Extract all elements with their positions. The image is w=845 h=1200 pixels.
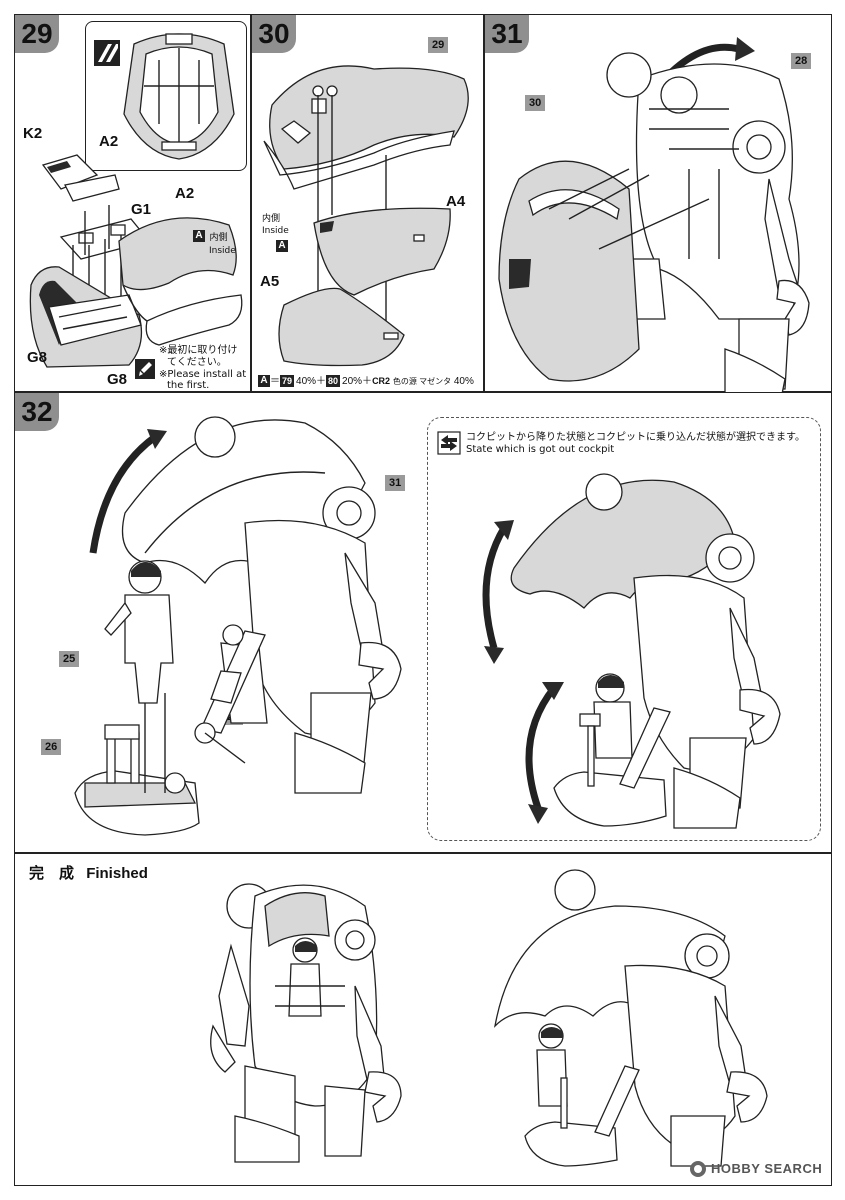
part-label-g8-left: G8 bbox=[27, 349, 48, 366]
finished-panel: 完 成 Finished bbox=[14, 853, 832, 1186]
callout-25: 25 bbox=[59, 651, 80, 667]
install-first-note-jp-1: ※最初に取り付け bbox=[159, 345, 238, 356]
callout-26: 26 bbox=[41, 739, 62, 755]
step-30-color-label: 内側 Inside A bbox=[262, 213, 289, 255]
finished-title: 完 成 Finished bbox=[29, 862, 148, 883]
callout-30: 30 bbox=[525, 95, 546, 111]
paint-code-a-box: A bbox=[276, 239, 288, 252]
part-label-g8-bottom: G8 bbox=[107, 371, 128, 388]
paint-color-80: 80 bbox=[326, 375, 341, 388]
step-32-number: 32 bbox=[15, 393, 59, 431]
paint-ratio-1: 40%＋ bbox=[296, 376, 327, 387]
step-29-panel: 29 A2 K2 G1 A2 bbox=[14, 14, 251, 392]
paint-ratio-3: 40% bbox=[453, 376, 474, 387]
option-note-jp: コクピットから降りた状態とコクピットに乗り込んだ状態が選択できます。 bbox=[466, 432, 805, 443]
paint-color-79: 79 bbox=[280, 375, 295, 388]
paint-formula-eq: ＝ bbox=[270, 376, 280, 387]
step-32-panel: 32 31 25 26 27 bbox=[14, 392, 832, 853]
option-swap-icon bbox=[437, 431, 461, 455]
step-29-inset bbox=[85, 21, 247, 171]
callout-31: 31 bbox=[385, 475, 406, 491]
step-31-robot-illustration bbox=[498, 37, 810, 410]
brush-icon bbox=[135, 359, 155, 379]
step-29-number: 29 bbox=[15, 15, 59, 53]
watermark-text: HOBBY SEARCH bbox=[711, 1161, 823, 1176]
inside-label-en: Inside bbox=[262, 226, 289, 236]
paint-formula-a: A bbox=[258, 375, 270, 388]
step-31-panel: 31 28 30 bbox=[484, 14, 832, 410]
paint-ratio-2: 20%＋ bbox=[342, 376, 373, 387]
finished-open-robot bbox=[493, 869, 768, 1167]
step-32-exploded-illustration bbox=[74, 416, 402, 836]
part-label-a4: A4 bbox=[446, 193, 466, 210]
paint-color-cr2: CR2 bbox=[372, 376, 391, 386]
part-label-a5: A5 bbox=[260, 273, 280, 290]
inside-label-jp: 内側 bbox=[209, 233, 228, 243]
step-29-assembly-illustration bbox=[29, 154, 243, 368]
paint-code-a-box: A bbox=[193, 229, 205, 242]
finished-boarded-robot bbox=[210, 883, 402, 1163]
finished-title-jp: 完 成 bbox=[29, 865, 75, 882]
paint-color-cr2-name: 色の源 マゼンタ bbox=[392, 377, 452, 386]
step-30-assembly-illustration bbox=[263, 65, 469, 367]
inset-mark-icon bbox=[94, 40, 120, 66]
step-30-number: 30 bbox=[252, 15, 296, 53]
finished-title-en: Finished bbox=[86, 865, 148, 882]
inside-label-en: Inside bbox=[209, 246, 236, 256]
install-first-note-en-2: the first. bbox=[167, 380, 210, 391]
inside-label-jp: 内側 bbox=[262, 214, 281, 224]
step-29-color-label: A 内側 Inside bbox=[193, 227, 236, 257]
cockpit-back-illustration bbox=[123, 33, 235, 160]
install-first-note-jp-2: てください。 bbox=[167, 357, 227, 368]
install-first-note-en-1: ※Please install at bbox=[159, 369, 247, 380]
part-label-a2-top: A2 bbox=[99, 133, 119, 150]
option-boarded-illustration bbox=[482, 473, 781, 829]
option-box: コクピットから降りた状態とコクピットに乗り込んだ状態が選択できます。 State… bbox=[427, 417, 821, 841]
part-label-k2: K2 bbox=[23, 125, 43, 142]
hobby-search-logo-icon bbox=[690, 1161, 706, 1177]
callout-28: 28 bbox=[791, 53, 812, 69]
callout-29: 29 bbox=[428, 37, 449, 53]
option-note-en: State which is got out cockpit bbox=[466, 444, 615, 455]
part-label-a2-mid: A2 bbox=[175, 185, 195, 202]
part-label-g1: G1 bbox=[131, 201, 152, 218]
step-31-number: 31 bbox=[485, 15, 529, 53]
